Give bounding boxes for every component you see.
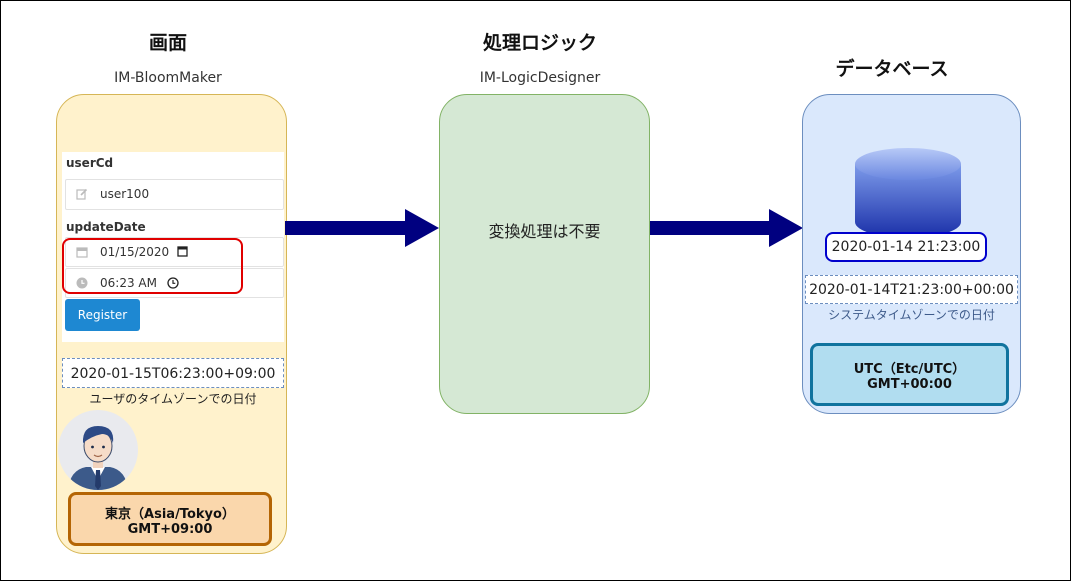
db-timezone-offset: GMT+00:00 xyxy=(867,377,952,392)
clock-icon xyxy=(76,277,88,289)
date-picker-icon[interactable] xyxy=(177,245,188,260)
user-cd-value: user100 xyxy=(100,187,150,201)
user-datetime-caption: ユーザのタイムゾーンでの日付 xyxy=(89,392,257,406)
system-datetime-value: 2020-01-14T21:23:00+00:00 xyxy=(805,275,1018,304)
db-stored-value: 2020-01-14 21:23:00 xyxy=(825,232,987,262)
logic-subtitle: IM-LogicDesigner xyxy=(479,70,601,86)
user-avatar-icon xyxy=(58,410,138,490)
user-cd-input[interactable]: user100 xyxy=(65,179,284,210)
update-date-value: 01/15/2020 xyxy=(100,245,170,259)
screen-timezone-box: 東京（Asia/Tokyo） GMT+09:00 xyxy=(68,492,272,546)
screen-timezone-offset: GMT+09:00 xyxy=(127,522,213,537)
db-timezone-box: UTC（Etc/UTC） GMT+00:00 xyxy=(810,343,1009,406)
arrow-right-icon xyxy=(649,209,803,247)
logic-heading: 処理ロジック xyxy=(482,32,597,54)
register-button[interactable]: Register xyxy=(65,299,140,331)
time-picker-icon[interactable] xyxy=(167,277,179,292)
screen-heading: 画面 xyxy=(148,32,187,54)
arrow-right-icon xyxy=(285,209,439,247)
date-time-highlight xyxy=(62,238,243,294)
update-date-label: updateDate xyxy=(66,220,146,234)
database-heading: データベース xyxy=(835,58,949,80)
logic-note: 変換処理は不要 xyxy=(488,222,601,241)
database-icon xyxy=(855,148,961,238)
logic-panel xyxy=(439,94,650,414)
user-cd-label: userCd xyxy=(66,156,114,170)
screen-timezone-name: 東京（Asia/Tokyo） xyxy=(105,507,235,522)
calendar-icon xyxy=(76,246,88,258)
update-date-input[interactable]: 01/15/2020 xyxy=(65,237,284,267)
user-datetime-value: 2020-01-15T06:23:00+09:00 xyxy=(62,358,284,388)
update-time-value: 06:23 AM xyxy=(100,276,157,290)
edit-icon xyxy=(76,188,88,200)
screen-subtitle: IM-BloomMaker xyxy=(114,70,222,86)
db-timezone-name: UTC（Etc/UTC） xyxy=(853,362,966,377)
system-datetime-caption: システムタイムゾーンでの日付 xyxy=(828,308,995,322)
